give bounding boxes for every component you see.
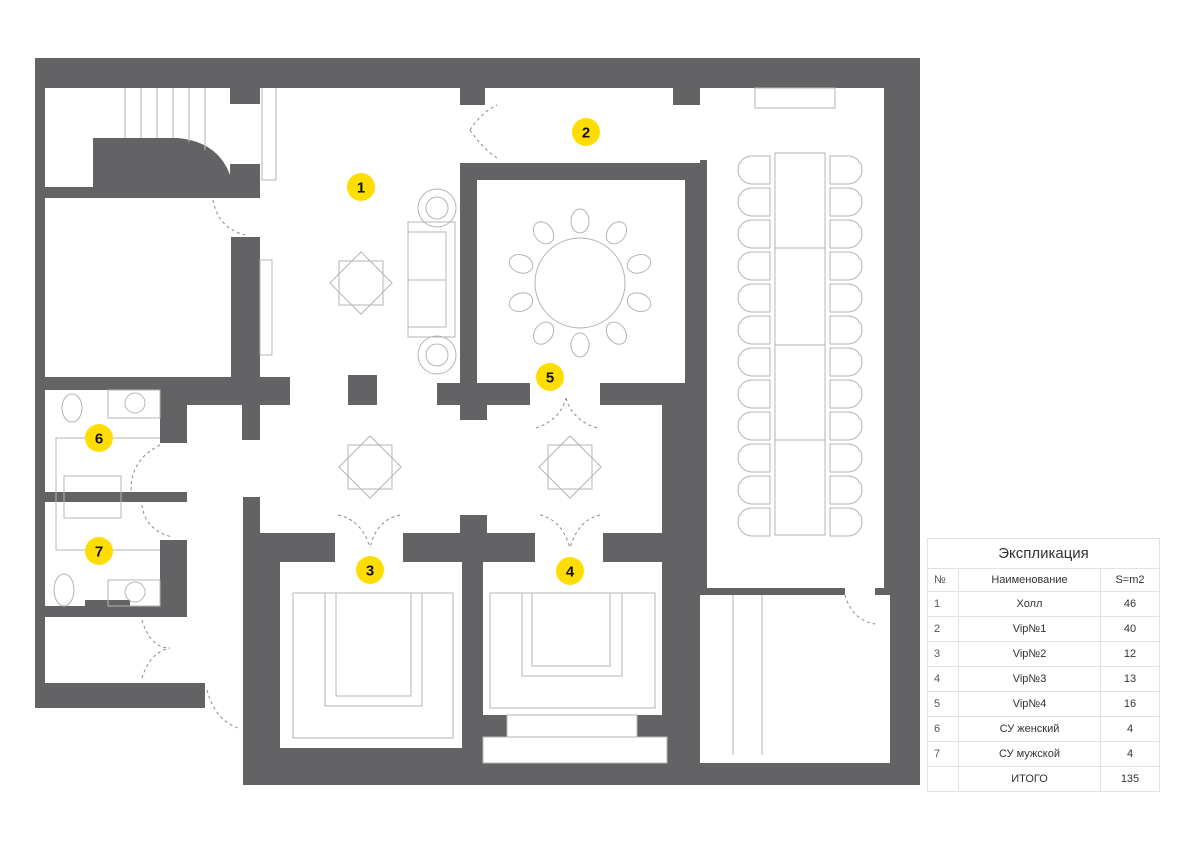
chair	[737, 475, 771, 505]
row-name: Vip№4	[958, 691, 1101, 717]
chair	[532, 221, 555, 245]
chair	[626, 292, 652, 312]
chair	[570, 208, 590, 234]
chair	[737, 155, 771, 185]
chair	[829, 315, 863, 345]
step	[506, 714, 638, 738]
chair	[532, 321, 555, 345]
svg-text:5: 5	[546, 370, 554, 387]
chair	[829, 283, 863, 313]
header-no: №	[927, 568, 959, 592]
svg-text:6: 6	[95, 431, 103, 448]
chair	[829, 379, 863, 409]
chair	[829, 155, 863, 185]
room-badge-2: 2	[572, 118, 600, 146]
chair	[737, 347, 771, 377]
row-no: 1	[927, 591, 959, 617]
chair	[737, 443, 771, 473]
step	[482, 736, 668, 764]
chair	[829, 187, 863, 217]
row-no: 4	[927, 666, 959, 692]
chair	[737, 219, 771, 249]
svg-text:7: 7	[95, 544, 103, 561]
chair	[737, 251, 771, 281]
chair	[829, 347, 863, 377]
doors	[130, 104, 876, 729]
explication-title: Экспликация	[927, 538, 1160, 569]
row-area: 12	[1100, 641, 1160, 667]
row-no: 7	[927, 741, 959, 767]
header-area: S=m2	[1100, 568, 1160, 592]
chair	[508, 254, 534, 274]
round-table	[508, 208, 652, 358]
walls	[35, 58, 920, 785]
chair	[605, 321, 628, 345]
row-area: 40	[1100, 616, 1160, 642]
svg-text:4: 4	[566, 564, 575, 581]
chair	[829, 251, 863, 281]
room-badges: 1 2 3 4 5 6 7	[85, 118, 600, 585]
chair	[737, 379, 771, 409]
row-name: СУ женский	[958, 716, 1101, 742]
row-no: 3	[927, 641, 959, 667]
chair	[508, 292, 534, 312]
room-badge-6: 6	[85, 424, 113, 452]
chair	[829, 475, 863, 505]
row-name: Холл	[958, 591, 1101, 617]
row-area: 4	[1100, 741, 1160, 767]
chair	[605, 221, 628, 245]
long-table	[737, 152, 863, 537]
total-label: ИТОГО	[958, 766, 1101, 792]
chair	[737, 315, 771, 345]
star-tables	[329, 251, 602, 499]
row-area: 13	[1100, 666, 1160, 692]
chair	[737, 283, 771, 313]
svg-text:1: 1	[357, 180, 365, 197]
total-area: 135	[1100, 766, 1160, 792]
room-badge-3: 3	[356, 556, 384, 584]
header-name: Наименование	[958, 568, 1101, 592]
total-no	[927, 766, 959, 792]
rugs	[292, 87, 836, 755]
row-name: Vip№1	[958, 616, 1101, 642]
row-name: СУ мужской	[958, 741, 1101, 767]
chair	[829, 443, 863, 473]
row-no: 6	[927, 716, 959, 742]
room-badge-1: 1	[347, 173, 375, 201]
room-badge-4: 4	[556, 557, 584, 585]
chair	[829, 507, 863, 537]
sofa-set	[407, 188, 457, 375]
room-badge-5: 5	[536, 363, 564, 391]
svg-text:2: 2	[582, 125, 590, 142]
room-badge-7: 7	[85, 537, 113, 565]
row-area: 4	[1100, 716, 1160, 742]
row-area: 16	[1100, 691, 1160, 717]
chair	[737, 187, 771, 217]
row-no: 2	[927, 616, 959, 642]
stairs	[124, 88, 277, 356]
chair	[737, 411, 771, 441]
row-area: 46	[1100, 591, 1160, 617]
svg-text:3: 3	[366, 563, 374, 580]
chair	[829, 411, 863, 441]
row-name: Vip№3	[958, 666, 1101, 692]
row-name: Vip№2	[958, 641, 1101, 667]
row-no: 5	[927, 691, 959, 717]
chair	[570, 332, 590, 358]
chair	[737, 507, 771, 537]
chair	[626, 254, 652, 274]
chair	[829, 219, 863, 249]
